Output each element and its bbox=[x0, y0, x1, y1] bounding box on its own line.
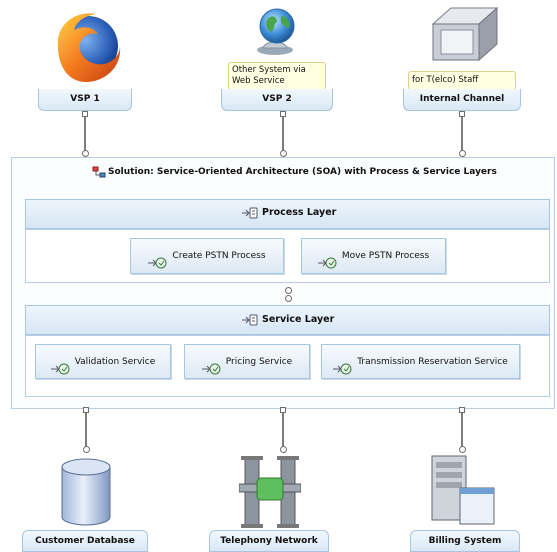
vsp1-node[interactable]: VSP 1 bbox=[38, 0, 132, 112]
vsp1-connector bbox=[84, 117, 86, 151]
telephony-network-port bbox=[280, 446, 287, 453]
internal-channel-connector bbox=[461, 117, 463, 151]
process-icon bbox=[317, 250, 338, 269]
billing-system-solution-port bbox=[459, 407, 465, 413]
transmission-reservation-service-label: Transmission Reservation Service bbox=[357, 356, 508, 367]
service-layer-port bbox=[285, 295, 292, 302]
process-layer-icon bbox=[241, 207, 259, 219]
vsp2-node[interactable]: Other System via Web Service VSP 2 bbox=[221, 0, 333, 112]
vsp2-connector bbox=[282, 117, 284, 151]
vsp2-solution-port bbox=[280, 150, 287, 157]
channel-icon bbox=[427, 4, 499, 62]
service-layer-title: Service Layer bbox=[262, 314, 335, 325]
customer-database-connector bbox=[85, 413, 87, 447]
billing-system-port bbox=[459, 446, 466, 453]
customer-database-solution-port bbox=[83, 407, 89, 413]
create-pstn-process-button[interactable]: Create PSTN Process bbox=[130, 238, 284, 274]
solution-icon bbox=[92, 166, 106, 178]
service-icon bbox=[201, 356, 222, 374]
create-pstn-process-label: Create PSTN Process bbox=[172, 251, 266, 261]
billing-system-connector bbox=[461, 413, 463, 447]
internal-channel-label: Internal Channel bbox=[403, 89, 521, 111]
customer-database-label: Customer Database bbox=[22, 530, 148, 552]
billing-system-label: Billing System bbox=[410, 530, 520, 552]
telephony-network-connector bbox=[282, 413, 284, 447]
move-pstn-process-button[interactable]: Move PSTN Process bbox=[301, 238, 446, 274]
internal-channel-solution-port bbox=[459, 150, 466, 157]
telephony-network-node[interactable]: Telephony Network bbox=[209, 452, 329, 552]
validation-service-label: Validation Service bbox=[74, 356, 156, 367]
process-icon bbox=[148, 250, 168, 269]
transmission-reservation-service-button[interactable]: Transmission Reservation Service bbox=[321, 344, 520, 379]
service-icon bbox=[50, 356, 71, 374]
network-switch-icon bbox=[238, 454, 302, 529]
telephony-network-label: Telephony Network bbox=[209, 530, 329, 552]
server-icon bbox=[430, 454, 496, 528]
globe-icon bbox=[253, 4, 303, 56]
vsp2-label: VSP 2 bbox=[221, 89, 333, 111]
billing-system-node[interactable]: Billing System bbox=[410, 452, 520, 552]
firefox-icon bbox=[46, 6, 126, 86]
pricing-service-button[interactable]: Pricing Service bbox=[184, 344, 310, 379]
process-layer-body bbox=[25, 229, 550, 283]
internal-channel-node[interactable]: for T(elco) Staff Internal Channel bbox=[403, 0, 521, 112]
move-pstn-process-label: Move PSTN Process bbox=[341, 251, 430, 261]
solution-title: Solution: Service-Oriented Architecture … bbox=[108, 167, 497, 177]
internal-channel-note: for T(elco) Staff bbox=[408, 71, 516, 90]
service-layer-icon bbox=[241, 314, 259, 326]
service-layer-header[interactable] bbox=[25, 305, 550, 335]
vsp1-solution-port bbox=[82, 150, 89, 157]
vsp1-port bbox=[82, 111, 88, 117]
validation-service-button[interactable]: Validation Service bbox=[35, 344, 171, 379]
customer-database-port bbox=[83, 446, 90, 453]
process-layer-header[interactable] bbox=[25, 199, 550, 229]
database-icon bbox=[60, 457, 112, 527]
telephony-network-solution-port bbox=[280, 407, 286, 413]
process-layer-port bbox=[285, 287, 292, 294]
pricing-service-label: Pricing Service bbox=[225, 356, 293, 367]
service-icon bbox=[333, 356, 353, 374]
internal-channel-port bbox=[459, 111, 465, 117]
vsp1-label: VSP 1 bbox=[38, 89, 132, 111]
vsp2-note: Other System via Web Service bbox=[228, 62, 326, 90]
customer-database-node[interactable]: Customer Database bbox=[22, 452, 148, 552]
vsp2-port bbox=[280, 111, 286, 117]
process-layer-title: Process Layer bbox=[262, 207, 337, 218]
